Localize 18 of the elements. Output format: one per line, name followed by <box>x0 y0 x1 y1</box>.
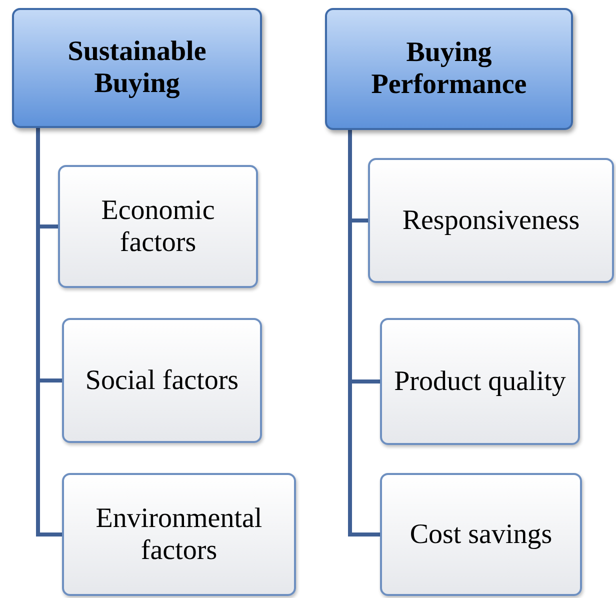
header-text: Sustainable Buying <box>66 36 208 100</box>
factor-box <box>62 318 262 443</box>
factor-label: Economic factors <box>100 194 216 258</box>
connector-line <box>348 130 380 536</box>
header-box <box>325 8 573 130</box>
factor-label: Environmental factors <box>94 502 264 566</box>
header-box <box>12 8 262 128</box>
factor-label: Product quality <box>394 366 566 398</box>
factor-box <box>368 158 614 283</box>
factor-label: Cost savings <box>410 518 552 550</box>
header-text: Buying Performance <box>370 37 528 101</box>
factor-label: Social factors <box>85 364 239 396</box>
factor-label: Responsiveness <box>402 204 580 236</box>
factor-box <box>380 318 580 445</box>
factor-box <box>380 473 582 596</box>
factor-box <box>62 473 296 596</box>
connector-line <box>36 128 62 536</box>
factor-box <box>58 165 258 288</box>
